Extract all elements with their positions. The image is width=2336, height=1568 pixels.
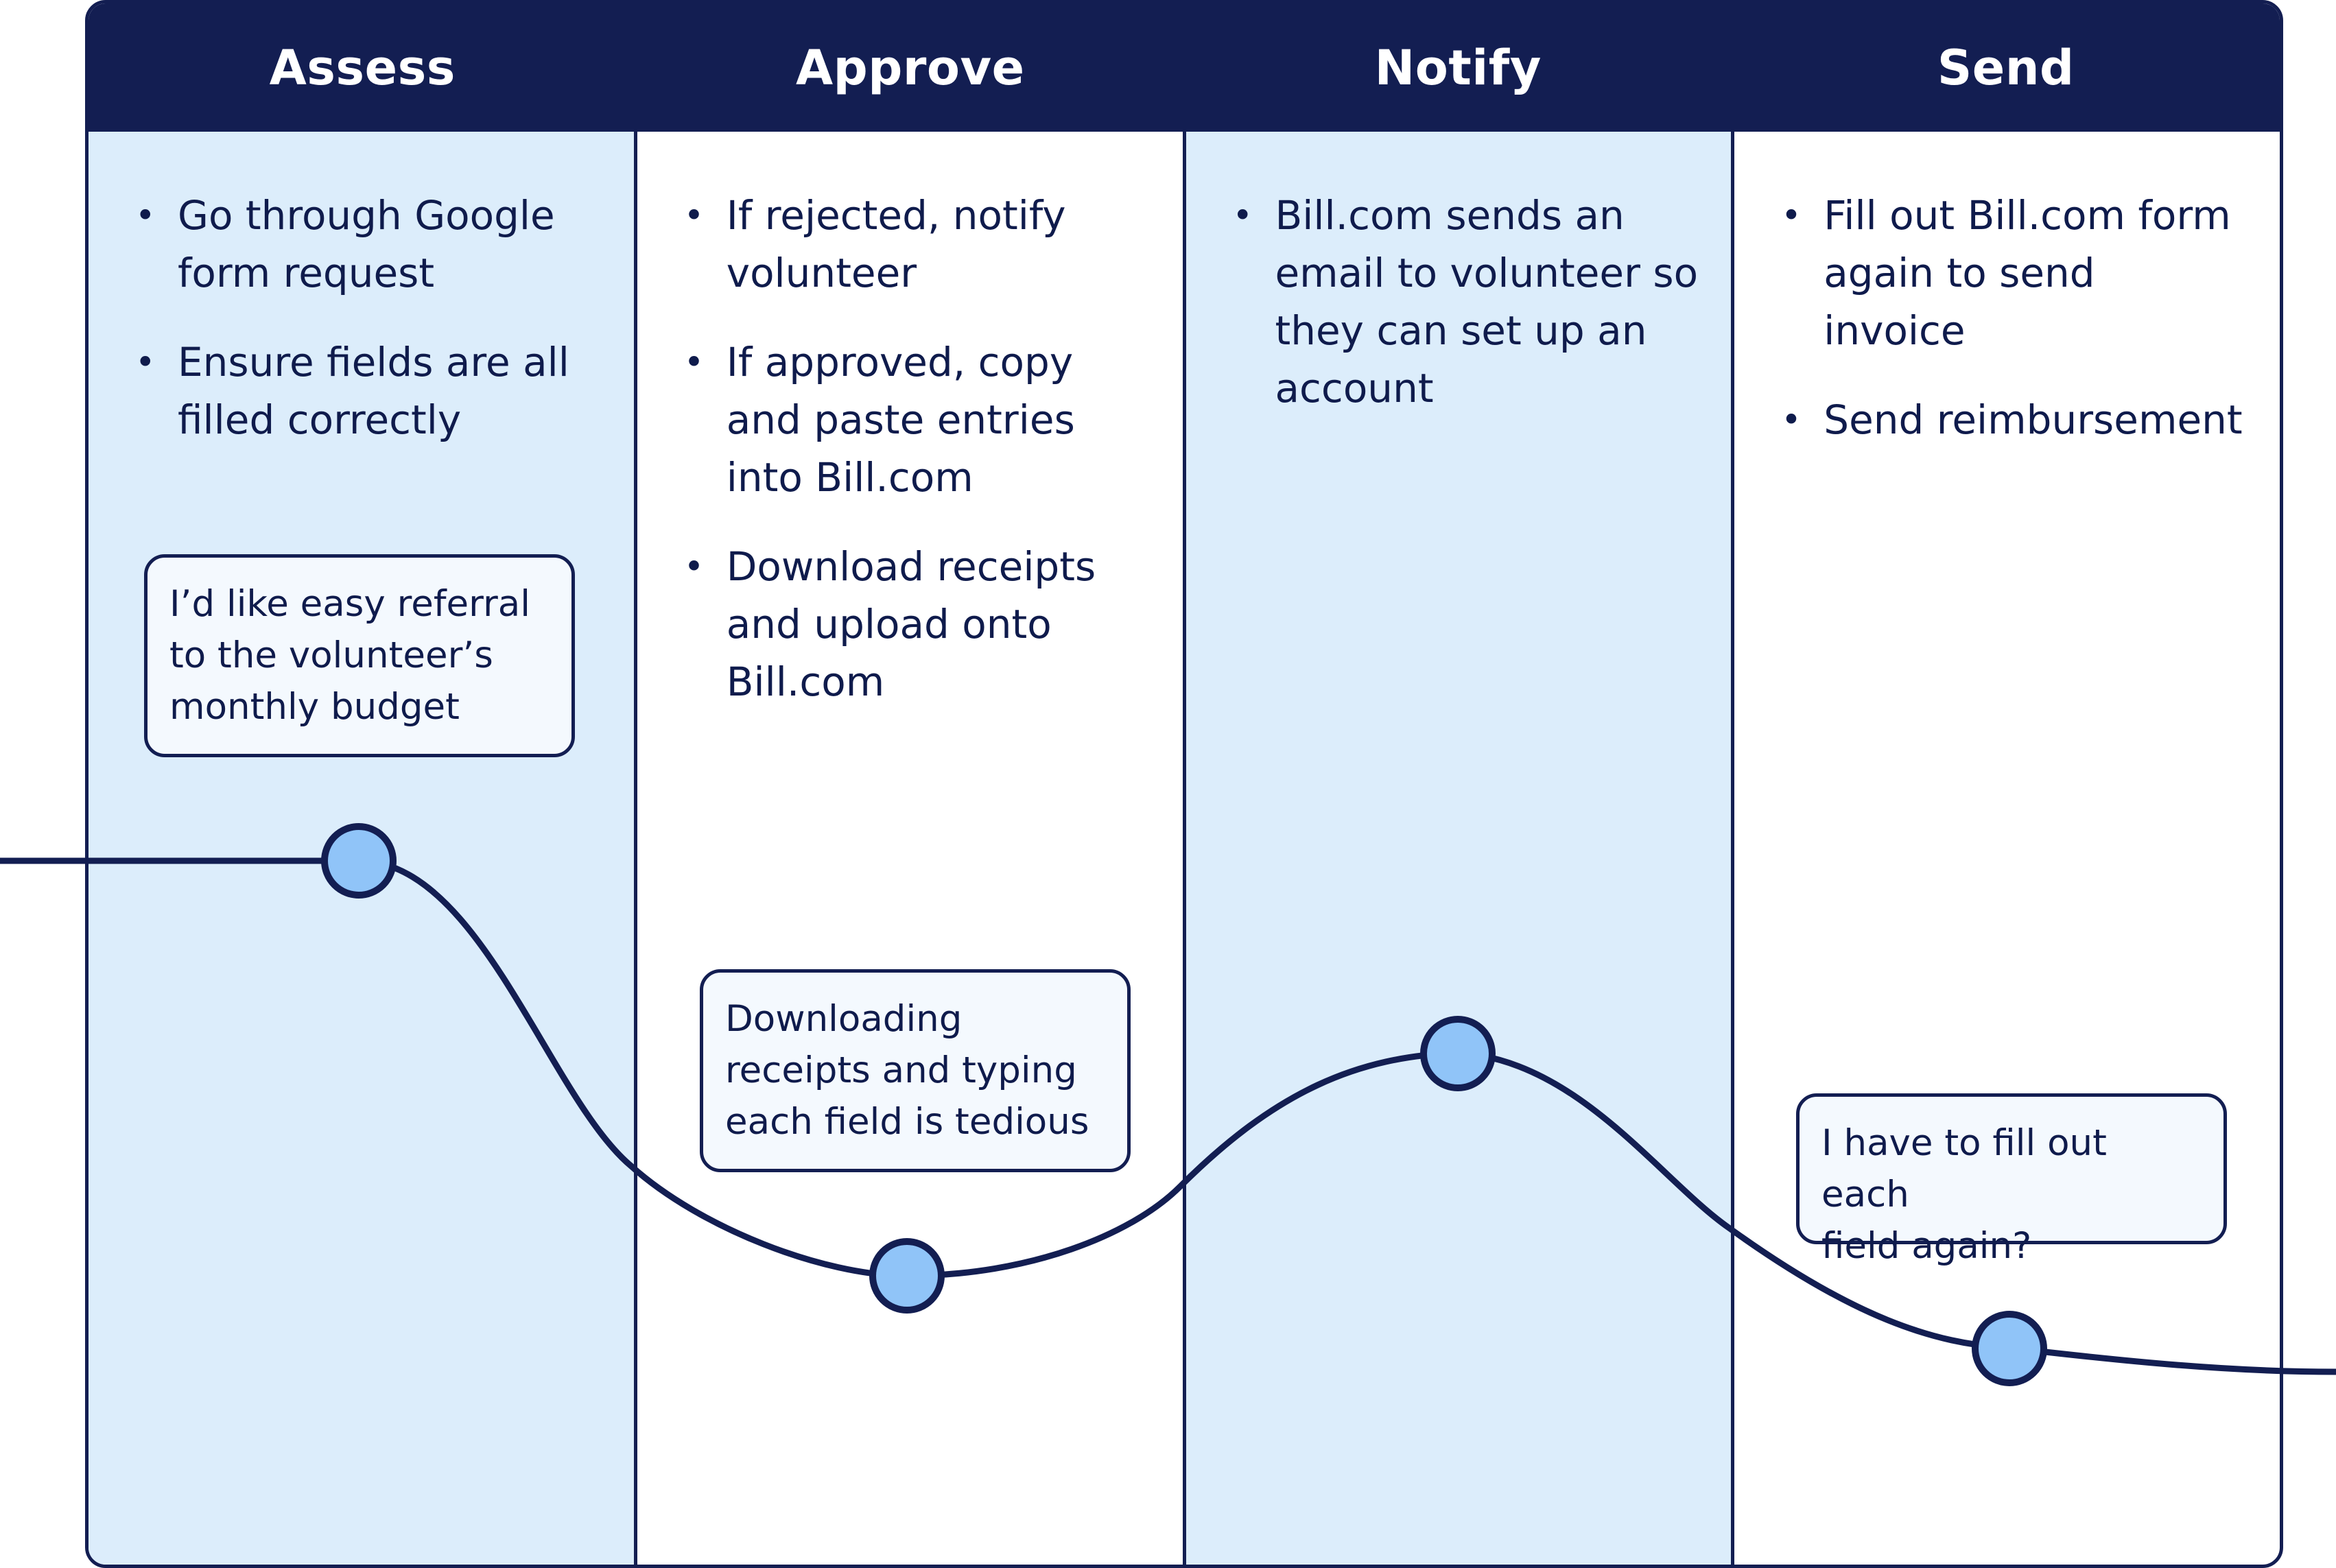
stage-bullet: Send reimbursement	[1781, 391, 2266, 449]
stage-bullet: Bill.com sends an email to volunteer so …	[1233, 187, 1718, 417]
pain-point-note-send: I have to fill out each field again?	[1796, 1093, 2227, 1267]
stage-bullet: If approved, copy and paste entries into…	[684, 333, 1169, 506]
stage-title-notify: Notify	[1374, 39, 1542, 96]
stage-header: Assess Approve Notify Send	[89, 3, 2280, 132]
stage-bullet-list: Fill out Bill.com form again to send inv…	[1781, 187, 2266, 480]
stage-bullet: If rejected, notify volunteer	[684, 187, 1169, 302]
stage-bullet-list: If rejected, notify volunteer If approve…	[684, 187, 1169, 742]
stage-column-assess: Go through Google form request Ensure fi…	[89, 132, 634, 1565]
stage-columns: Go through Google form request Ensure fi…	[89, 132, 2280, 1565]
stage-bullet: Download receipts and upload onto Bill.c…	[684, 538, 1169, 711]
stage-bullet-list: Go through Google form request Ensure fi…	[135, 187, 620, 480]
stage-title-assess: Assess	[269, 39, 456, 96]
stage-title-approve: Approve	[795, 39, 1025, 96]
journey-board: Assess Approve Notify Send Go through Go…	[85, 0, 2283, 1568]
stage-column-notify: Bill.com sends an email to volunteer so …	[1182, 132, 1732, 1565]
stage-column-approve: If rejected, notify volunteer If approve…	[633, 132, 1183, 1565]
pain-point-note-assess: I’d like easy referral to the volunteer’…	[144, 554, 575, 757]
stage-bullet: Ensure fields are all filled correctly	[135, 333, 620, 449]
stage-bullet: Go through Google form request	[135, 187, 620, 302]
stage-bullet-list: Bill.com sends an email to volunteer so …	[1233, 187, 1718, 449]
pain-point-note-approve: Downloading receipts and typing each fie…	[700, 969, 1131, 1172]
stage-column-send: Fill out Bill.com form again to send inv…	[1731, 132, 2280, 1565]
stage-bullet: Fill out Bill.com form again to send inv…	[1781, 187, 2266, 359]
stage-title-send: Send	[1937, 39, 2075, 96]
